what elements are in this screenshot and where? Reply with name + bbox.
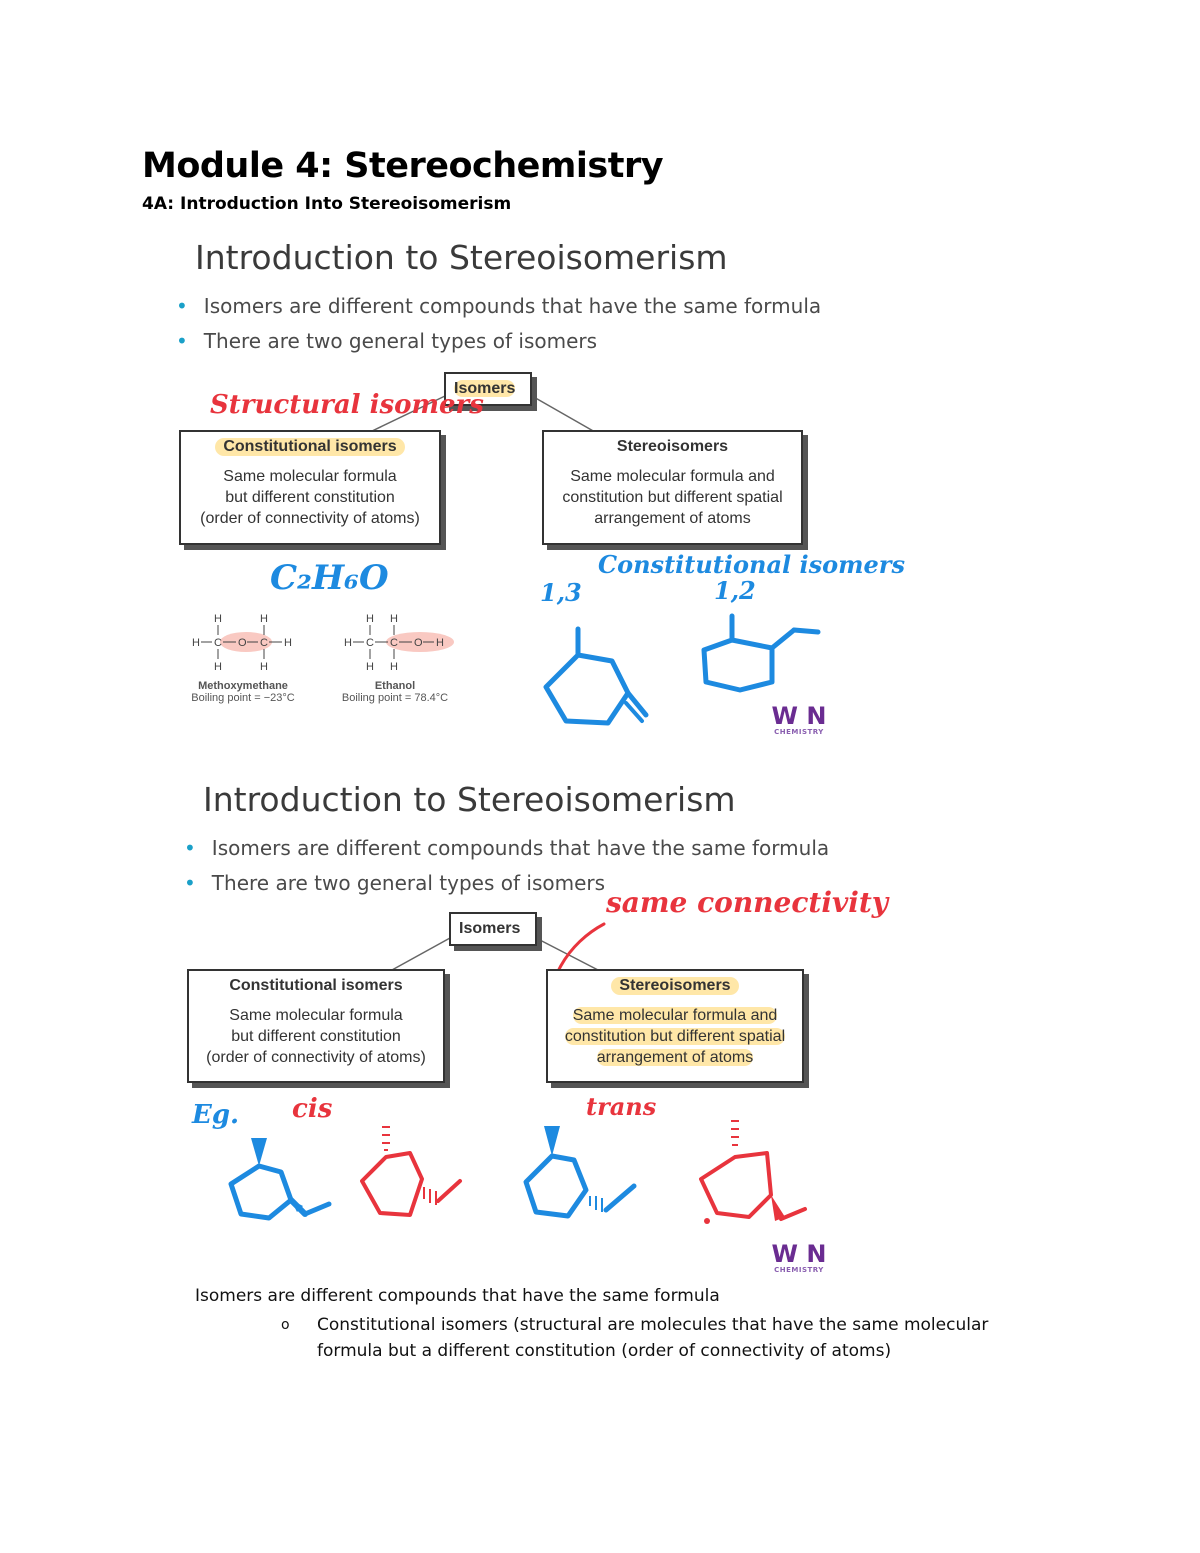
stereoisomers-box: Stereoisomers Same molecular formula and… (546, 969, 804, 1083)
bullet-item: •There are two general types of isomers (176, 329, 598, 353)
same-connectivity-annotation: same connectivity (606, 886, 889, 919)
cis-isomer-blue-drawing (228, 1138, 332, 1221)
svg-text:C: C (390, 637, 398, 649)
position-1-2-annotation: 1,2 (714, 576, 756, 605)
bullet-marker: o (281, 1317, 290, 1333)
notes-section: Isomers are different compounds that hav… (195, 1286, 1017, 1364)
svg-text:H: H (366, 613, 374, 625)
trans-annotation: trans (586, 1092, 657, 1121)
notes-line: Isomers are different compounds that hav… (195, 1286, 720, 1306)
svg-text:H: H (366, 661, 374, 673)
svg-text:H: H (344, 637, 352, 649)
svg-text:H: H (192, 637, 200, 649)
isomers-box: Isomers (444, 372, 532, 406)
trans-isomer-red-drawing (699, 1120, 807, 1224)
position-1-3-annotation: 1,3 (540, 578, 582, 607)
svg-text:H: H (390, 613, 398, 625)
trans-isomer-blue-drawing (523, 1126, 637, 1219)
constitutional-isomers-box: Constitutional isomers Same molecular fo… (179, 430, 441, 545)
structural-isomers-annotation: Structural isomers (210, 390, 484, 420)
cyclohexane-1-2-drawing (701, 613, 821, 693)
won-chemistry-logo: W N CHEMISTRY (771, 1240, 827, 1274)
won-chemistry-logo: W N CHEMISTRY (771, 702, 827, 736)
formula-annotation: C₂H₆O (270, 558, 389, 598)
svg-text:H: H (436, 637, 444, 649)
svg-text:C: C (260, 637, 268, 649)
cis-isomer-red-drawing (360, 1126, 462, 1217)
bullet-item: •Isomers are different compounds that ha… (176, 294, 822, 318)
svg-text:H: H (390, 661, 398, 673)
svg-text:C: C (214, 637, 222, 649)
slide-1: Introduction to Stereoisomerism •Isomers… (0, 230, 1200, 750)
cyclohexane-1-3-drawing (543, 626, 649, 726)
svg-text:O: O (238, 637, 247, 649)
svg-text:H: H (214, 661, 222, 673)
tree-connectors (369, 395, 596, 433)
eg-annotation: Eg. (192, 1100, 240, 1130)
svg-text:H: H (214, 613, 222, 625)
cis-annotation: cis (292, 1094, 333, 1124)
page-title: Module 4: Stereochemistry (142, 146, 664, 186)
stereoisomers-box: Stereoisomers Same molecular formula and… (542, 430, 803, 545)
bullet-item: •Isomers are different compounds that ha… (184, 836, 830, 860)
svg-text:C: C (366, 637, 374, 649)
notes-sub-item: o Constitutional isomers (structural are… (195, 1312, 1017, 1364)
svg-text:H: H (260, 661, 268, 673)
svg-text:H: H (284, 637, 292, 649)
bullet-item: •There are two general types of isomers (184, 871, 606, 895)
svg-text:O: O (414, 637, 423, 649)
isomers-box: Isomers (449, 912, 537, 946)
slide-heading: Introduction to Stereoisomerism (195, 238, 728, 277)
slide-2: Introduction to Stereoisomerism •Isomers… (0, 772, 1200, 1287)
constitutional-isomers-annotation: Constitutional isomers (598, 550, 905, 579)
svg-text:H: H (260, 613, 268, 625)
page-subtitle: 4A: Introduction Into Stereoisomerism (142, 194, 512, 214)
slide-heading: Introduction to Stereoisomerism (203, 780, 736, 819)
constitutional-isomers-box: Constitutional isomers Same molecular fo… (187, 969, 445, 1083)
